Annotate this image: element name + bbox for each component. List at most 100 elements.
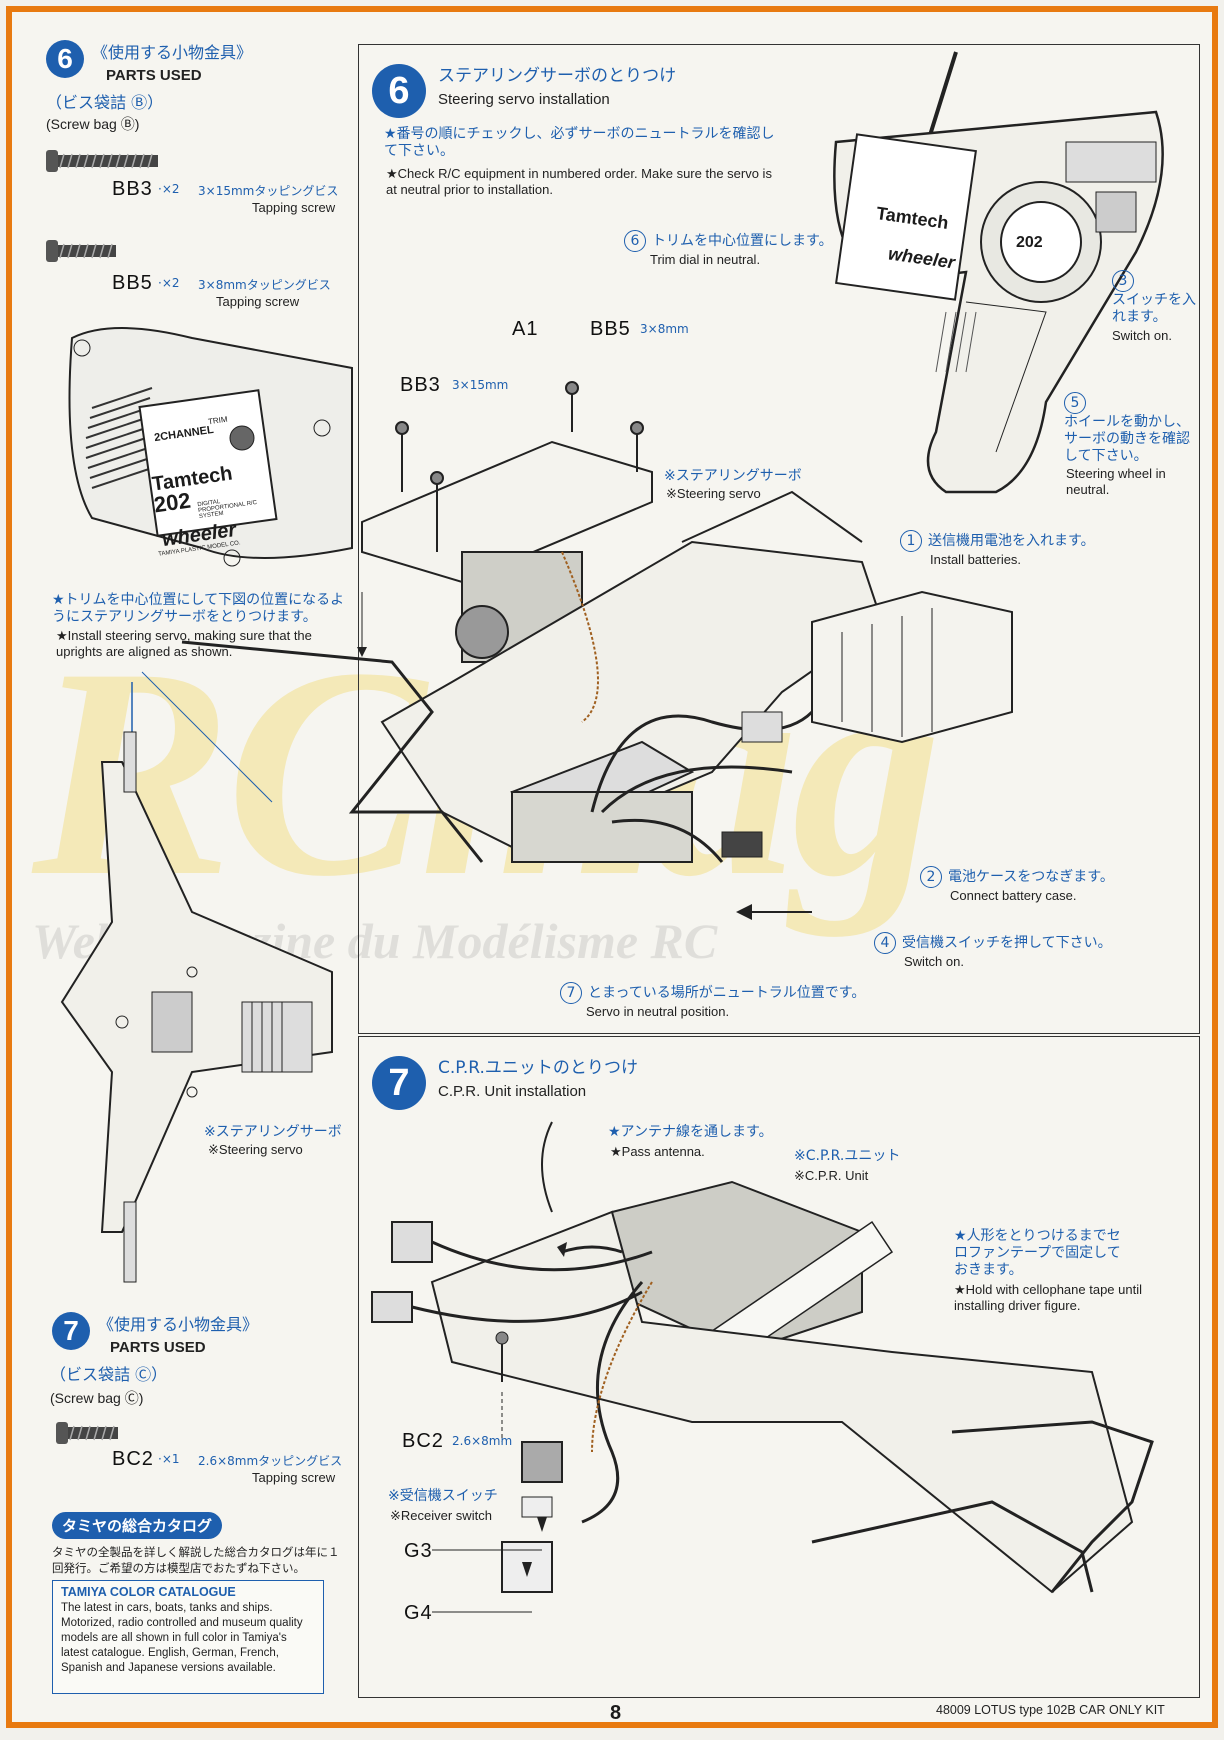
step7-badge: 7 — [372, 1056, 426, 1110]
tx-big-model: 202 — [1016, 234, 1043, 251]
servo-chassis-illustration — [181, 381, 1013, 920]
tape-note-en: ★Hold with cellophane tape until install… — [954, 1282, 1142, 1313]
screw-bag-b-jp: （ビス袋詰 Ⓑ） — [46, 93, 164, 112]
step6-title-jp: ステアリングサーボのとりつけ — [438, 66, 677, 86]
step6-parts-title-en: PARTS USED — [106, 67, 202, 84]
catalog-box-text: The latest in cars, boats, tanks and shi… — [61, 1602, 303, 1674]
step6-parts-badge: 6 — [46, 40, 84, 78]
left-servo-label-jp: ※ステアリングサーボ — [204, 1124, 342, 1140]
step6-item-1-text-jp: 送信機用電池を入れます。 — [928, 533, 1095, 549]
catalog-text-jp: タミヤの全製品を詳しく解説した総合カタログは年に１回発行。ご希望の方は模型店でお… — [52, 1545, 340, 1575]
tape-note-jp: ★人形をとりつけるまでセロファンテープで固定しておきます。 — [954, 1228, 1121, 1278]
step6-item-1-en: Install batteries. — [930, 552, 1022, 567]
step6-item-6-en: Trim dial in neutral. — [650, 252, 761, 267]
step7-panel — [358, 1036, 1200, 1698]
screw-bag-b-en: (Screw bag Ⓑ) — [46, 116, 140, 132]
antenna-note-en: ★Pass antenna. — [610, 1144, 705, 1159]
step7-parts-title-en: PARTS USED — [110, 1339, 206, 1356]
step6-panel — [358, 44, 1200, 1034]
screw-bag-c-jp: （ビス袋詰 Ⓒ） — [50, 1365, 168, 1384]
step6-item-4-text-jp: 受信機スイッチを押して下さい。 — [902, 935, 1112, 951]
catalog-box-title: TAMIYA COLOR CATALOGUE — [61, 1585, 236, 1599]
step6-servo-label-en: ※Steering servo — [666, 486, 761, 501]
screw-bb5-type: Tapping screw — [216, 294, 300, 309]
cpr-label-en: ※C.P.R. Unit — [794, 1168, 869, 1183]
screw-bc2-qty: ·×1 — [158, 1452, 180, 1466]
step6-item-7-en: Servo in neutral position. — [586, 1004, 730, 1019]
step6-item-6-number: 6 — [624, 230, 646, 252]
bc2-spec: 2.6×8mm — [452, 1434, 513, 1448]
transmitter-closeup-illustration — [68, 327, 353, 567]
front-steering-assembly-illustration — [60, 671, 333, 1283]
g4-label: G4 — [404, 1602, 433, 1624]
screw-bb3-type: Tapping screw — [252, 200, 336, 215]
step7-parts-title-jp: 《使用する小物金具》 — [98, 1315, 259, 1334]
part-bb3-spec: 3×15mm — [452, 378, 509, 392]
step7-title-jp: C.P.R.ユニットのとりつけ — [438, 1058, 639, 1078]
step6-note-en: ★Check R/C equipment in numbered order. … — [386, 166, 772, 197]
step6-item-2-jp: 2 電池ケースをつなぎます。 — [920, 866, 1114, 888]
screw-bb5-spec: 3×8mmタッピングビス — [198, 278, 331, 292]
page-number: 8 — [610, 1702, 622, 1724]
step6-item-3-text-jp: スイッチを入れます。 — [1112, 292, 1196, 325]
bc2-label: BC2 — [402, 1430, 444, 1452]
screw-bb3-qty: ·×2 — [158, 182, 180, 196]
step6-title-en: Steering servo installation — [438, 91, 610, 108]
step6-item-4-jp: 4 受信機スイッチを押して下さい。 — [874, 932, 1112, 954]
step6-item-1-jp: 1 送信機用電池を入れます。 — [900, 530, 1095, 552]
catalog-badge: タミヤの総合カタログ — [52, 1512, 223, 1539]
part-bb5-label: BB5 — [590, 318, 631, 340]
g-leader-lines — [432, 1549, 542, 1613]
screw-bb5-icon — [46, 240, 116, 262]
step6-item-2-en: Connect battery case. — [950, 888, 1077, 903]
screw-bb3-icon — [46, 150, 158, 172]
screw-bag-c-en: (Screw bag Ⓒ) — [50, 1390, 144, 1406]
tx-model-label: 202 — [152, 487, 193, 518]
screw-bb3-spec: 3×15mmタッピングビス — [198, 184, 339, 198]
step6-parts-title-jp: 《使用する小物金具》 — [92, 43, 253, 62]
screw-bc2-spec: 2.6×8mmタッピングビス — [198, 1454, 343, 1468]
step6-item-6-text-jp: トリムを中心位置にします。 — [652, 233, 833, 249]
step6-item-2-number: 2 — [920, 866, 942, 888]
cpr-label-jp: ※C.P.R.ユニット — [794, 1148, 901, 1164]
step6-item-6-jp: 6 トリムを中心位置にします。 — [624, 230, 833, 252]
step7-parts-badge: 7 — [52, 1312, 90, 1350]
step6-item-7-jp: 7 とまっている場所がニュートラル位置です。 — [560, 982, 865, 1004]
step6-item-3-en: Switch on. — [1112, 328, 1172, 343]
antenna-note-jp: ★アンテナ線を通します。 — [608, 1124, 773, 1140]
step6-item-4-number: 4 — [874, 932, 896, 954]
screw-bc2-icon — [56, 1422, 118, 1444]
step6-note-jp: ★番号の順にチェックし、必ずサーボのニュートラルを確認して下さい。 — [384, 126, 775, 159]
transmitter-illustration — [833, 51, 1164, 494]
screw-bc2-type: Tapping screw — [252, 1470, 336, 1485]
part-bb3-label: BB3 — [400, 374, 441, 396]
cpr-chassis-illustration — [371, 1121, 1154, 1594]
catalog-info-box: TAMIYA COLOR CATALOGUE The latest in car… — [52, 1580, 324, 1694]
step6-item-7-text-jp: とまっている場所がニュートラル位置です。 — [588, 985, 866, 1001]
receiver-switch-label-jp: ※受信機スイッチ — [388, 1488, 498, 1504]
step6-item-3-number: 3 — [1112, 270, 1134, 292]
left-servo-label-en: ※Steering servo — [208, 1142, 303, 1157]
step6-item-7-number: 7 — [560, 982, 582, 1004]
screw-bb3-code: BB3 — [112, 178, 153, 200]
screw-bc2-code: BC2 — [112, 1448, 154, 1470]
step6-item-5-en: Steering wheel in neutral. — [1066, 466, 1166, 497]
step6-item-2-text-jp: 電池ケースをつなぎます。 — [948, 869, 1114, 885]
step6-item-4-en: Switch on. — [904, 954, 964, 969]
screw-bb5-code: BB5 — [112, 272, 153, 294]
part-bb5-spec: 3×8mm — [640, 322, 689, 336]
receiver-switch-label-en: ※Receiver switch — [390, 1508, 492, 1523]
g3-label: G3 — [404, 1540, 433, 1562]
screw-bb5-qty: ·×2 — [158, 276, 180, 290]
step7-title-en: C.P.R. Unit installation — [438, 1083, 587, 1100]
step6-badge: 6 — [372, 64, 426, 118]
step6-servo-label-jp: ※ステアリングサーボ — [664, 468, 802, 484]
instruction-page: RCmag Web Magazine du Modélisme RC 6 《使用… — [6, 6, 1218, 1728]
part-a1-label: A1 — [512, 318, 539, 340]
step6-item-5-text-jp: ホイールを動かし、サーボの動きを確認して下さい。 — [1064, 414, 1190, 464]
servo-install-note-jp: ★トリムを中心位置にして下図の位置になるようにステアリングサーボをとりつけます。 — [52, 592, 345, 625]
servo-install-note-en: ★Install steering servo, making sure tha… — [56, 628, 312, 659]
step6-item-1-number: 1 — [900, 530, 922, 552]
